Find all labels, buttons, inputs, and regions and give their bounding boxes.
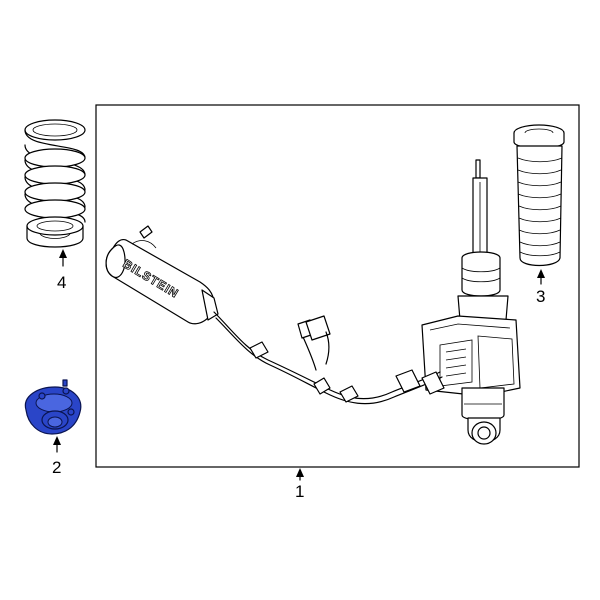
strut-mount-part[interactable] — [24, 379, 82, 435]
callout-arrow-1 — [296, 468, 304, 477]
callout-label-1[interactable]: 1 — [295, 482, 304, 501]
assembly-frame — [95, 104, 580, 468]
callout-arrow-4 — [59, 249, 67, 258]
dust-boot-part[interactable] — [513, 124, 565, 267]
coil-spring-part[interactable] — [24, 119, 86, 248]
callout-label-3[interactable]: 3 — [536, 287, 545, 306]
shock-absorber-assembly[interactable]: BILSTEIN — [105, 159, 521, 445]
callout-arrow-2 — [53, 436, 61, 445]
callout-arrow-3 — [537, 269, 545, 278]
callout-label-4[interactable]: 4 — [57, 273, 66, 292]
callout-label-2[interactable]: 2 — [52, 458, 61, 477]
